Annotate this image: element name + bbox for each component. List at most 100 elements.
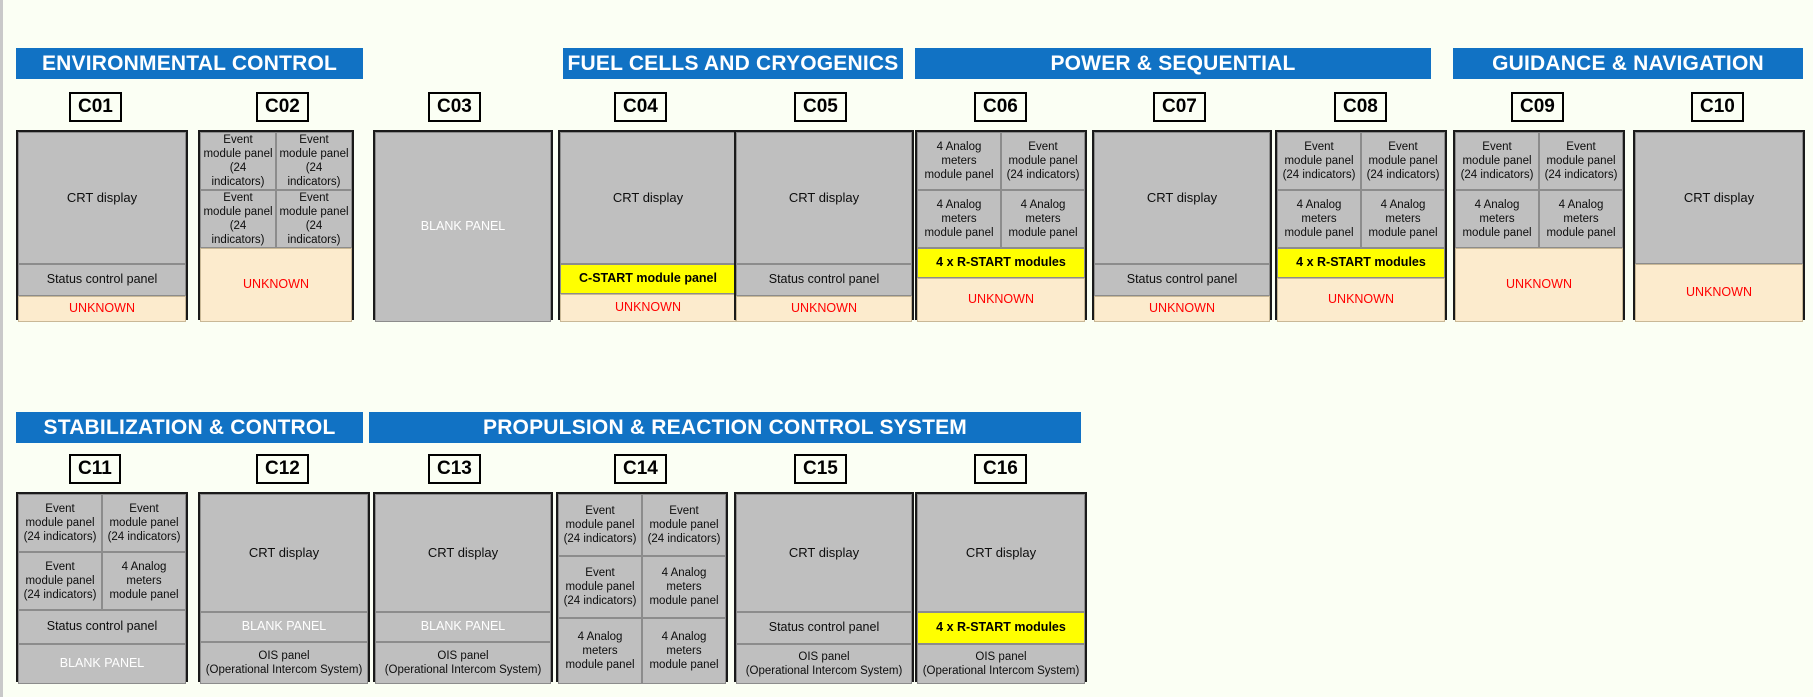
panel-cell-ois[interactable]: OIS panel (Operational Intercom System) — [200, 642, 368, 684]
panel-cell-yellow[interactable]: 4 x R-START modules — [917, 612, 1085, 644]
console-row: Event module panel (24 indicators)Event … — [200, 132, 352, 190]
panel-cell-unknown[interactable]: UNKNOWN — [1635, 264, 1803, 322]
console-row: Event module panel (24 indicators)Event … — [558, 494, 726, 556]
panel-cell-module[interactable]: Event module panel (24 indicators) — [276, 190, 352, 248]
panel-cell-module[interactable]: 4 Analog meters module panel — [1001, 190, 1085, 248]
console-id-tag-c10: C10 — [1691, 92, 1744, 122]
panel-cell-module[interactable]: Event module panel (24 indicators) — [558, 494, 642, 556]
panel-cell-module[interactable]: 4 Analog meters module panel — [1361, 190, 1445, 248]
panel-cell-module[interactable]: Event module panel (24 indicators) — [200, 132, 276, 190]
panel-cell-crt[interactable]: CRT display — [917, 494, 1085, 612]
panel-cell-status[interactable]: Status control panel — [18, 610, 186, 644]
console-stack-c02[interactable]: Event module panel (24 indicators)Event … — [198, 130, 354, 322]
panel-cell-crt[interactable]: CRT display — [736, 132, 912, 264]
console-row: UNKNOWN — [1277, 278, 1445, 322]
panel-cell-blank[interactable]: BLANK PANEL — [200, 612, 368, 642]
console-stack-c03[interactable]: BLANK PANEL — [373, 130, 553, 322]
panel-cell-module[interactable]: 4 Analog meters module panel — [1539, 190, 1623, 248]
console-row: OIS panel (Operational Intercom System) — [375, 642, 551, 684]
console-id-tag-c03: C03 — [428, 92, 481, 122]
panel-cell-module[interactable]: Event module panel (24 indicators) — [18, 494, 102, 552]
panel-cell-unknown[interactable]: UNKNOWN — [1094, 296, 1270, 322]
panel-cell-status[interactable]: Status control panel — [18, 264, 186, 296]
panel-cell-status[interactable]: Status control panel — [736, 612, 912, 644]
console-id-tag-c01: C01 — [69, 92, 122, 122]
panel-cell-crt[interactable]: CRT display — [736, 494, 912, 612]
panel-cell-module[interactable]: Event module panel (24 indicators) — [558, 556, 642, 618]
console-row: CRT display — [736, 494, 912, 612]
panel-cell-unknown[interactable]: UNKNOWN — [200, 248, 352, 322]
console-row: 4 x R-START modules — [917, 612, 1085, 644]
console-stack-c14[interactable]: Event module panel (24 indicators)Event … — [556, 492, 728, 684]
console-row: Event module panel (24 indicators)4 Anal… — [558, 556, 726, 618]
console-row: Status control panel — [736, 264, 912, 296]
console-id-tag-c07: C07 — [1153, 92, 1206, 122]
panel-cell-crt[interactable]: CRT display — [200, 494, 368, 612]
panel-cell-status[interactable]: Status control panel — [1094, 264, 1270, 296]
panel-cell-blank[interactable]: BLANK PANEL — [375, 132, 551, 322]
console-id-tag-c12: C12 — [256, 454, 309, 484]
panel-cell-module[interactable]: Event module panel (24 indicators) — [1277, 132, 1361, 190]
panel-cell-crt[interactable]: CRT display — [375, 494, 551, 612]
panel-cell-module[interactable]: Event module panel (24 indicators) — [1361, 132, 1445, 190]
panel-cell-unknown[interactable]: UNKNOWN — [736, 296, 912, 322]
console-row: UNKNOWN — [1635, 264, 1803, 322]
panel-cell-ois[interactable]: OIS panel (Operational Intercom System) — [375, 642, 551, 684]
console-row: Status control panel — [18, 264, 186, 296]
panel-cell-module[interactable]: Event module panel (24 indicators) — [1539, 132, 1623, 190]
console-row: BLANK PANEL — [375, 612, 551, 642]
panel-cell-module[interactable]: Event module panel (24 indicators) — [18, 552, 102, 610]
panel-cell-module[interactable]: 4 Analog meters module panel — [558, 618, 642, 684]
section-header-fuel-cells-and-cryogenics: FUEL CELLS AND CRYOGENICS — [563, 48, 903, 79]
panel-cell-blank[interactable]: BLANK PANEL — [18, 644, 186, 684]
panel-cell-ois[interactable]: OIS panel (Operational Intercom System) — [917, 644, 1085, 684]
panel-cell-crt[interactable]: CRT display — [1635, 132, 1803, 264]
panel-cell-unknown[interactable]: UNKNOWN — [560, 294, 736, 322]
panel-cell-module[interactable]: 4 Analog meters module panel — [642, 556, 726, 618]
panel-cell-blank[interactable]: BLANK PANEL — [375, 612, 551, 642]
console-row: BLANK PANEL — [200, 612, 368, 642]
panel-cell-unknown[interactable]: UNKNOWN — [1455, 248, 1623, 322]
console-stack-c11[interactable]: Event module panel (24 indicators)Event … — [16, 492, 188, 684]
panel-cell-module[interactable]: Event module panel (24 indicators) — [1455, 132, 1539, 190]
console-row: UNKNOWN — [1455, 248, 1623, 322]
panel-cell-module[interactable]: Event module panel (24 indicators) — [642, 494, 726, 556]
panel-cell-module[interactable]: Event module panel (24 indicators) — [200, 190, 276, 248]
panel-cell-crt[interactable]: CRT display — [560, 132, 736, 264]
panel-cell-unknown[interactable]: UNKNOWN — [18, 296, 186, 322]
panel-cell-yellow[interactable]: 4 x R-START modules — [1277, 248, 1445, 278]
panel-cell-module[interactable]: Event module panel (24 indicators) — [276, 132, 352, 190]
panel-cell-module[interactable]: 4 Analog meters module panel — [917, 132, 1001, 190]
panel-cell-status[interactable]: Status control panel — [736, 264, 912, 296]
panel-cell-module[interactable]: 4 Analog meters module panel — [917, 190, 1001, 248]
panel-cell-unknown[interactable]: UNKNOWN — [1277, 278, 1445, 322]
console-row: Event module panel (24 indicators)Event … — [1277, 132, 1445, 190]
panel-cell-ois[interactable]: OIS panel (Operational Intercom System) — [736, 644, 912, 684]
panel-cell-yellow[interactable]: C-START module panel — [560, 264, 736, 294]
panel-cell-yellow[interactable]: 4 x R-START modules — [917, 248, 1085, 278]
console-stack-c09[interactable]: Event module panel (24 indicators)Event … — [1453, 130, 1625, 322]
panel-cell-unknown[interactable]: UNKNOWN — [917, 278, 1085, 322]
panel-cell-module[interactable]: 4 Analog meters module panel — [1455, 190, 1539, 248]
console-row: UNKNOWN — [1094, 296, 1270, 322]
panel-cell-module[interactable]: Event module panel (24 indicators) — [1001, 132, 1085, 190]
panel-cell-module[interactable]: 4 Analog meters module panel — [1277, 190, 1361, 248]
console-row: BLANK PANEL — [375, 132, 551, 322]
panel-cell-module[interactable]: 4 Analog meters module panel — [102, 552, 186, 610]
panel-cell-module[interactable]: 4 Analog meters module panel — [642, 618, 726, 684]
panel-cell-crt[interactable]: CRT display — [1094, 132, 1270, 264]
panel-cell-module[interactable]: Event module panel (24 indicators) — [102, 494, 186, 552]
console-stack-c08[interactable]: Event module panel (24 indicators)Event … — [1275, 130, 1447, 322]
panel-cell-crt[interactable]: CRT display — [18, 132, 186, 264]
